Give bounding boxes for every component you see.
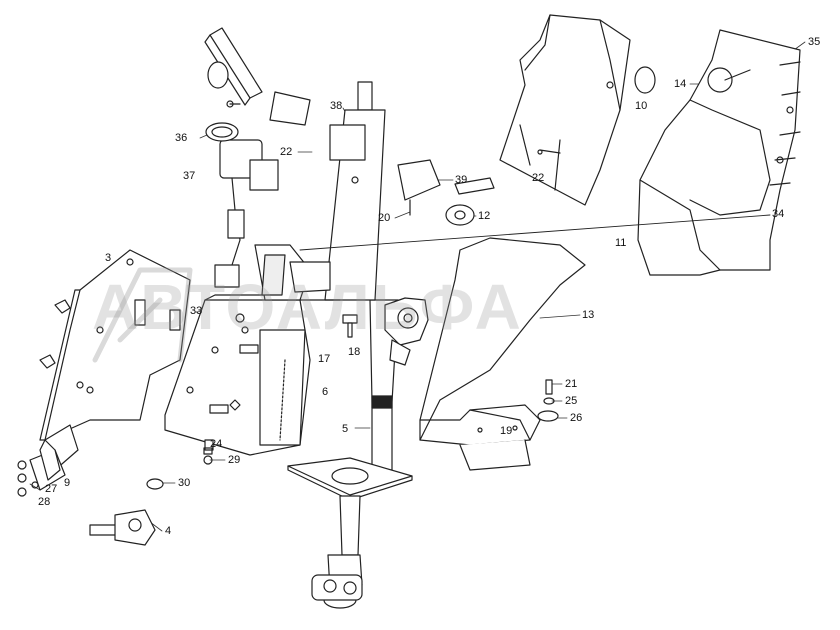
callout-26: 26 xyxy=(570,412,583,424)
column-support-bracket xyxy=(164,294,311,456)
callout-30: 30 xyxy=(178,477,191,489)
callout-3: 3 xyxy=(105,252,112,264)
callout-10: 10 xyxy=(635,100,648,112)
fasteners-left xyxy=(17,299,181,497)
callout-18: 18 xyxy=(348,346,361,358)
callout-4: 4 xyxy=(165,525,172,537)
lower-bracket xyxy=(39,439,61,481)
callout-25: 25 xyxy=(565,395,578,407)
callout-38: 38 xyxy=(330,100,343,112)
callout-6: 6 xyxy=(322,386,329,398)
combination-switch xyxy=(397,159,495,216)
small-fasteners xyxy=(203,439,214,465)
upper-column-tube xyxy=(254,81,386,301)
callout-22-right: 22 xyxy=(532,172,545,184)
ring-part xyxy=(205,122,239,142)
o-ring xyxy=(146,478,164,490)
callout-5: 5 xyxy=(342,423,349,435)
callout-39: 39 xyxy=(455,174,468,186)
callout-28: 28 xyxy=(38,496,51,508)
sensor-part xyxy=(89,509,156,546)
callout-27: 27 xyxy=(45,483,58,495)
callout-21: 21 xyxy=(565,378,578,390)
callout-29: 29 xyxy=(228,454,241,466)
watermark-text: АВТОАЛЬФА xyxy=(92,271,523,343)
column-shroud xyxy=(419,237,586,471)
stalk-lever xyxy=(204,27,311,126)
upper-casing xyxy=(499,14,631,206)
callout-24: 24 xyxy=(210,438,223,450)
callout-13: 13 xyxy=(582,309,595,321)
callout-14: 14 xyxy=(674,78,687,90)
switch-with-harness xyxy=(214,139,279,288)
callout-34: 34 xyxy=(772,208,785,220)
steering-column-shaft xyxy=(287,297,429,609)
callout-19: 19 xyxy=(500,425,513,437)
callout-22-left: 22 xyxy=(280,146,293,158)
callout-36: 36 xyxy=(175,132,188,144)
callout-12: 12 xyxy=(478,210,491,222)
callout-17: 17 xyxy=(318,353,331,365)
nut-part xyxy=(445,204,475,226)
callout-33: 33 xyxy=(190,305,203,317)
callout-35: 35 xyxy=(808,36,821,48)
callout-11: 11 xyxy=(615,237,627,249)
callout-37: 37 xyxy=(183,170,196,182)
cap-part xyxy=(634,66,656,94)
callout-20: 20 xyxy=(378,212,391,224)
watermark-emblem xyxy=(92,267,193,363)
bolt-washer-set xyxy=(537,379,559,422)
bolt-18 xyxy=(342,314,358,338)
lower-cover xyxy=(637,29,801,276)
callout-9: 9 xyxy=(64,477,71,489)
cover-rod xyxy=(299,214,771,251)
